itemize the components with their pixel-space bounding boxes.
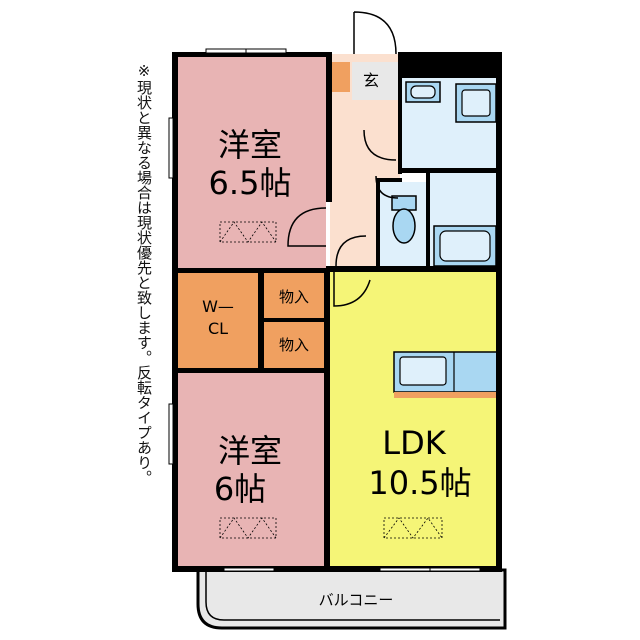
wcl-floor: [178, 273, 258, 368]
western-room-2-size: 6帖: [214, 470, 266, 508]
storage-1-floor: [264, 273, 324, 318]
wcl-label-line1: W—: [202, 297, 234, 316]
western-room-1-floor: [176, 54, 326, 270]
western-room-2-floor: [176, 372, 326, 568]
hall-lower-door: [335, 235, 367, 267]
washbasin-bowl: [410, 85, 436, 99]
ldk-door: [333, 272, 371, 307]
ldk-size: 10.5帖: [368, 464, 471, 502]
western-room-1-size: 6.5帖: [209, 164, 292, 202]
entrance-label: 玄: [363, 71, 379, 90]
entrance-door: [353, 11, 397, 55]
western-room-1-name: 洋室: [218, 126, 282, 164]
entrance-step: [352, 62, 398, 100]
storage-2-label: 物入: [279, 336, 309, 354]
walls: [172, 52, 502, 572]
shoe-cabinet: [332, 62, 350, 92]
wcl-label-line2: CL: [208, 319, 228, 338]
balcony-label: バルコニー: [319, 591, 394, 609]
windows: [168, 48, 481, 572]
washing-machine-pan: [461, 89, 491, 117]
bathtub-inner: [439, 230, 491, 262]
balcony-inner-line: [205, 572, 500, 621]
balcony: [196, 568, 507, 630]
kitchen-sink: [399, 356, 447, 386]
disclaimer-note: ※現状と異なる場合は現状優先と致します。反転タイプあり。: [135, 62, 153, 485]
hall-door: [363, 129, 397, 161]
western-1-door: [287, 207, 327, 247]
ldk-name: LDK: [382, 424, 446, 462]
toilet-bowl: [392, 208, 416, 244]
storage-2-floor: [264, 322, 324, 368]
closet-symbols: [219, 221, 443, 539]
storage-1-label: 物入: [279, 288, 309, 306]
ldk-floor: [330, 270, 500, 568]
kitchen-counter-base: [394, 392, 498, 398]
western-room-2-name: 洋室: [218, 432, 282, 470]
